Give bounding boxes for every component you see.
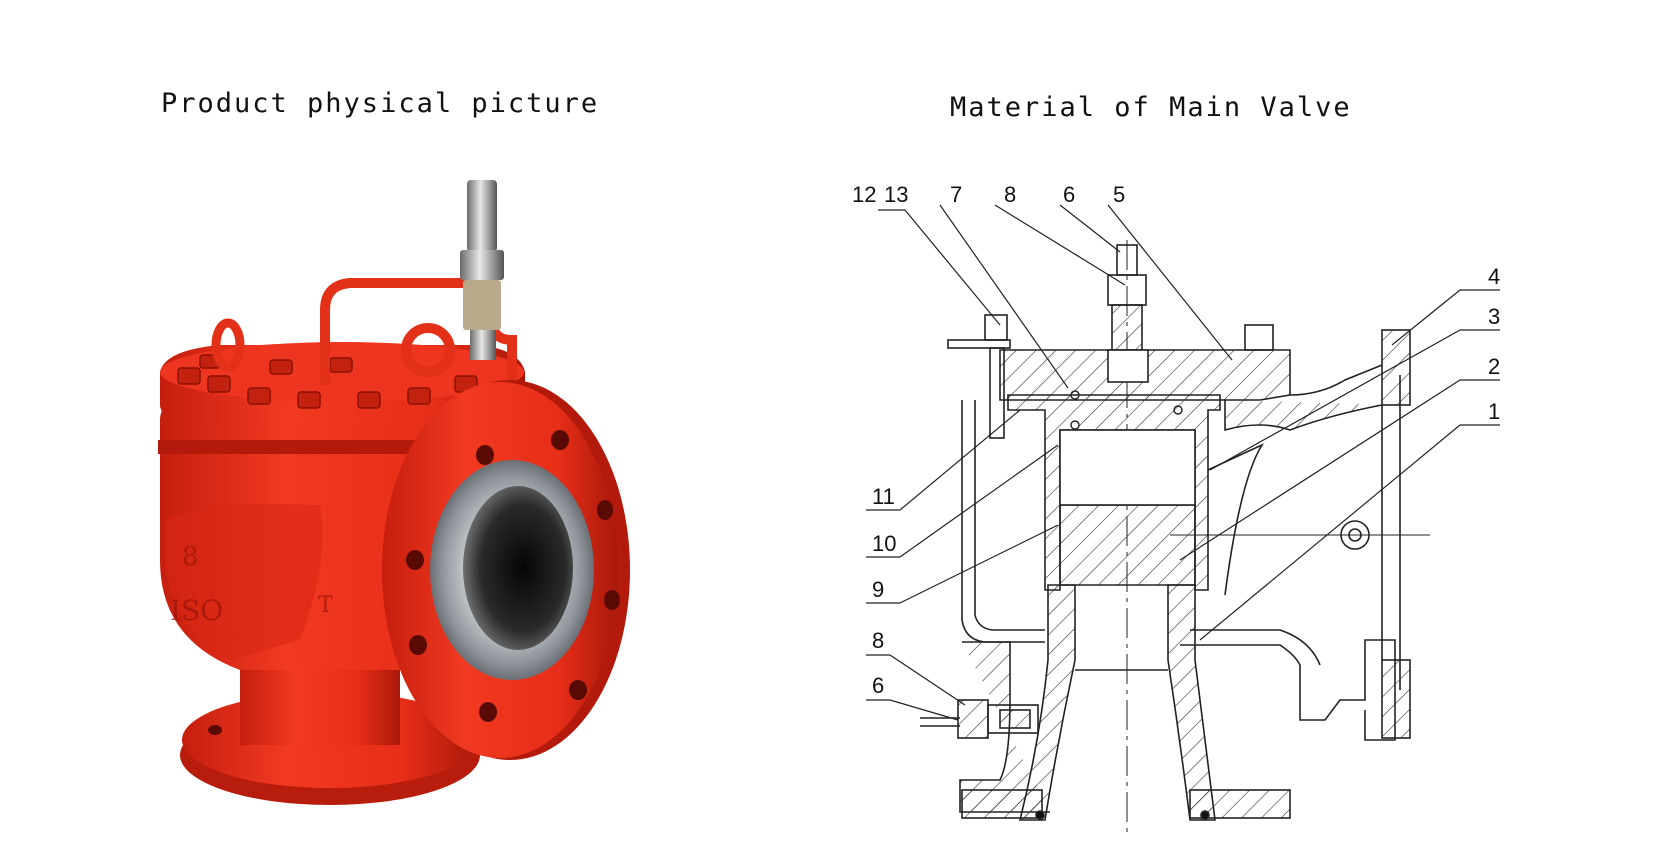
- main-valve-material-title: Material of Main Valve: [950, 92, 1352, 123]
- callout-5: 5: [1113, 182, 1125, 207]
- svg-text:8: 8: [182, 542, 199, 572]
- callout-6-bottom: 6: [872, 673, 884, 698]
- callout-11: 11: [872, 484, 895, 509]
- callout-10: 10: [872, 531, 896, 556]
- callout-3: 3: [1488, 304, 1500, 329]
- callout-4: 4: [1488, 264, 1500, 289]
- callout-13: 13: [884, 182, 908, 207]
- callout-1: 1: [1488, 399, 1500, 424]
- callout-labels: 12 13 7 8 6 5 4 3 2 1 11 10 9 8 6: [852, 182, 1500, 698]
- callout-7-top: 7: [950, 182, 962, 207]
- valve-section-drawing: [866, 204, 1500, 835]
- callout-9: 9: [872, 577, 884, 602]
- callout-8-bottom: 8: [872, 628, 884, 653]
- callout-6-top: 6: [1063, 182, 1075, 207]
- callout-12: 12: [852, 182, 876, 207]
- callout-8-top: 8: [1004, 182, 1016, 207]
- product-picture-title: Product physical picture: [161, 88, 600, 119]
- svg-text:ISO: ISO: [170, 594, 223, 627]
- callout-2: 2: [1488, 354, 1500, 379]
- valve-photo-illustration: 8 ISO T: [158, 180, 630, 805]
- svg-text:T: T: [318, 593, 333, 618]
